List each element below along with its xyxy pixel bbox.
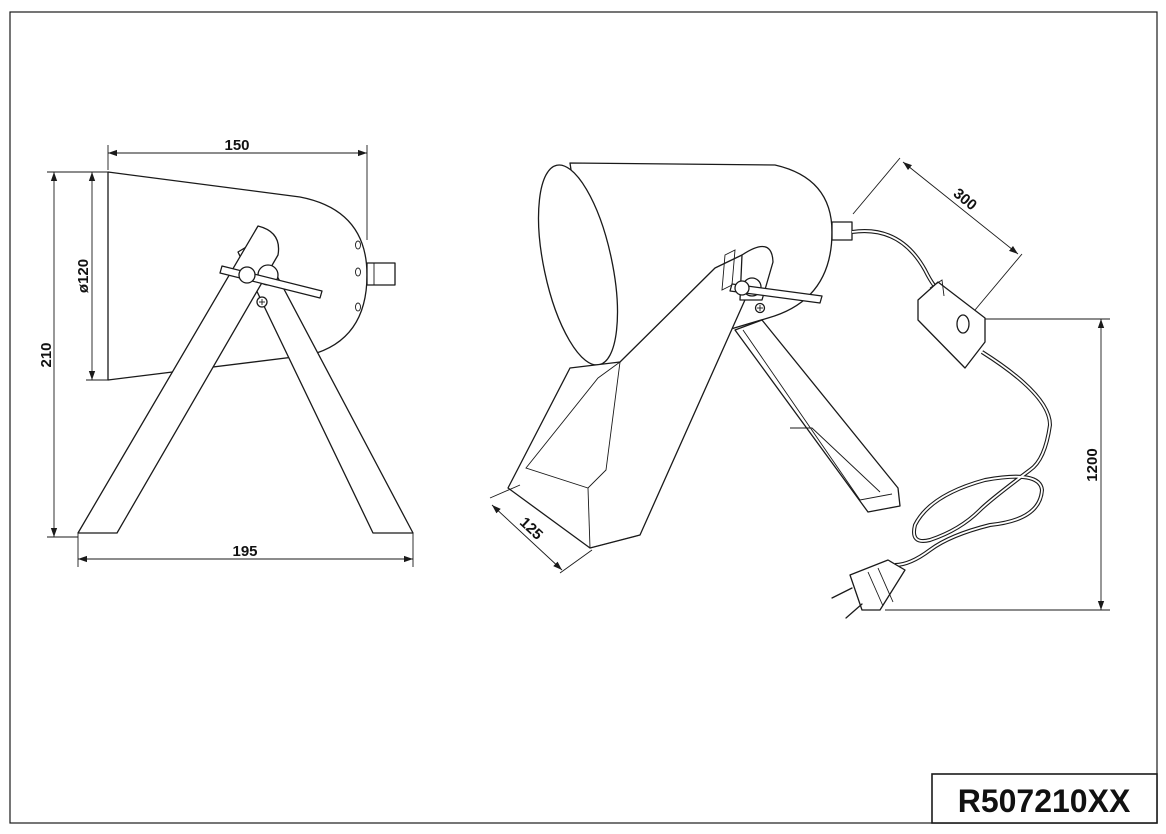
dim-cable-length: 1200 bbox=[1084, 448, 1101, 481]
drawing-frame bbox=[9, 11, 1158, 824]
perspective-back-leg bbox=[734, 319, 901, 513]
power-plug bbox=[849, 559, 906, 611]
dim-shade-length: 150 bbox=[224, 137, 249, 154]
dim-total-height: 210 bbox=[38, 342, 55, 367]
model-number-box: R507210XX bbox=[931, 773, 1158, 824]
dim-leg-depth: 125 bbox=[516, 514, 546, 544]
model-number: R507210XX bbox=[958, 783, 1131, 819]
perspective-knob bbox=[729, 283, 823, 304]
side-view bbox=[77, 171, 414, 534]
dim-cable-to-switch: 300 bbox=[950, 185, 980, 214]
dim-base-width: 195 bbox=[232, 543, 257, 560]
cable-socket bbox=[366, 262, 396, 286]
inline-switch bbox=[917, 281, 986, 369]
perspective-view bbox=[507, 162, 1053, 619]
side-view-dimensions: 150 ø120 210 195 bbox=[38, 137, 414, 567]
side-view-front-leg bbox=[77, 225, 280, 534]
dim-shade-diameter: ø120 bbox=[75, 259, 92, 293]
